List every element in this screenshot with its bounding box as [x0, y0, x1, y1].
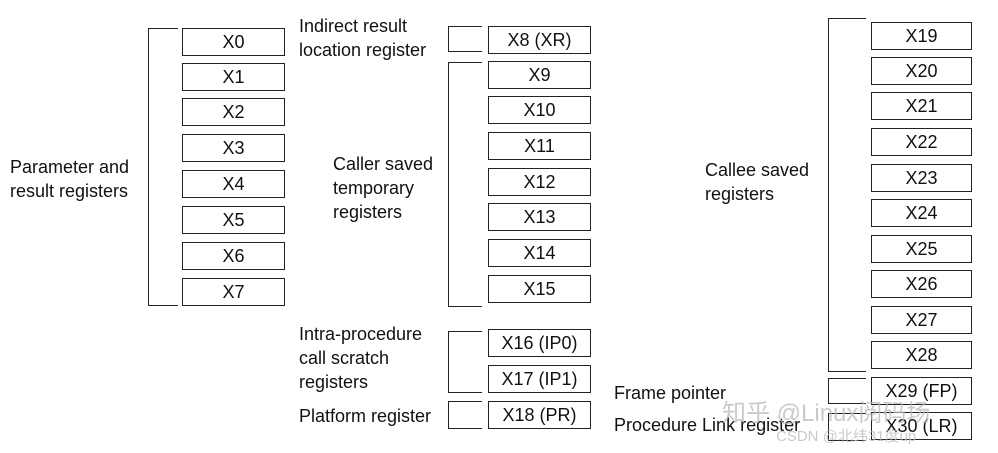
- label-caller-saved: Caller saved temporary registers: [333, 152, 433, 224]
- bracket-parameter-registers: [148, 28, 178, 306]
- register-x19: X19: [871, 22, 972, 50]
- label-parameter-line1: Parameter and: [10, 157, 130, 177]
- register-x2: X2: [182, 98, 285, 126]
- bracket-link-register: [828, 413, 866, 441]
- register-x14: X14: [488, 239, 591, 267]
- register-x30: X30 (LR): [871, 412, 972, 440]
- register-x8: X8 (XR): [488, 26, 591, 54]
- register-x28: X28: [871, 341, 972, 369]
- register-x6: X6: [182, 242, 285, 270]
- register-x17: X17 (IP1): [488, 365, 591, 393]
- register-x22: X22: [871, 128, 972, 156]
- label-caller-line1: Caller saved: [333, 154, 434, 174]
- bracket-caller-saved: [448, 62, 482, 307]
- register-x10: X10: [488, 96, 591, 124]
- register-x1: X1: [182, 63, 285, 91]
- register-x15: X15: [488, 275, 591, 303]
- register-x29: X29 (FP): [871, 377, 972, 405]
- label-platform-register: Platform register: [299, 406, 432, 426]
- label-caller-line3: registers: [333, 202, 403, 222]
- label-callee-saved: Callee saved registers: [705, 158, 809, 206]
- register-x24: X24: [871, 199, 972, 227]
- bracket-frame-pointer: [828, 378, 866, 404]
- register-x4: X4: [182, 170, 285, 198]
- register-x18: X18 (PR): [488, 401, 591, 429]
- register-x5: X5: [182, 206, 285, 234]
- register-x9: X9: [488, 61, 591, 89]
- bracket-platform-register: [448, 401, 482, 429]
- register-x26: X26: [871, 270, 972, 298]
- register-x11: X11: [488, 132, 591, 160]
- label-indirect-line1: Indirect result: [299, 16, 408, 36]
- label-intra-line2: call scratch: [299, 348, 390, 368]
- label-callee-line2: registers: [705, 184, 775, 204]
- watermark-csdn: CSDN @北纬31度up: [776, 428, 917, 445]
- bracket-intra-procedure: [448, 331, 482, 393]
- label-parameter-and-result: Parameter and result registers: [10, 155, 129, 203]
- bracket-callee-saved: [828, 18, 866, 372]
- register-x3: X3: [182, 134, 285, 162]
- label-indirect-result: Indirect result location register: [299, 14, 426, 62]
- label-intra-line1: Intra-procedure: [299, 324, 423, 344]
- register-x21: X21: [871, 92, 972, 120]
- register-x7: X7: [182, 278, 285, 306]
- register-x12: X12: [488, 168, 591, 196]
- register-x20: X20: [871, 57, 972, 85]
- register-x0: X0: [182, 28, 285, 56]
- label-procedure-link-register: Procedure Link register: [614, 415, 801, 435]
- bracket-indirect-result: [448, 26, 482, 52]
- register-x27: X27: [871, 306, 972, 334]
- register-x16: X16 (IP0): [488, 329, 591, 357]
- register-x23: X23: [871, 164, 972, 192]
- watermark-zhihu: 知乎 @Linux阅码场: [722, 400, 931, 427]
- label-caller-line2: temporary: [333, 178, 415, 198]
- label-intra-line3: registers: [299, 372, 369, 392]
- label-callee-line1: Callee saved: [705, 160, 810, 180]
- label-frame-pointer: Frame pointer: [614, 383, 727, 403]
- register-x13: X13: [488, 203, 591, 231]
- label-intra-procedure: Intra-procedure call scratch registers: [299, 322, 422, 394]
- label-parameter-line2: result registers: [10, 181, 129, 201]
- register-x25: X25: [871, 235, 972, 263]
- label-indirect-line2: location register: [299, 40, 427, 60]
